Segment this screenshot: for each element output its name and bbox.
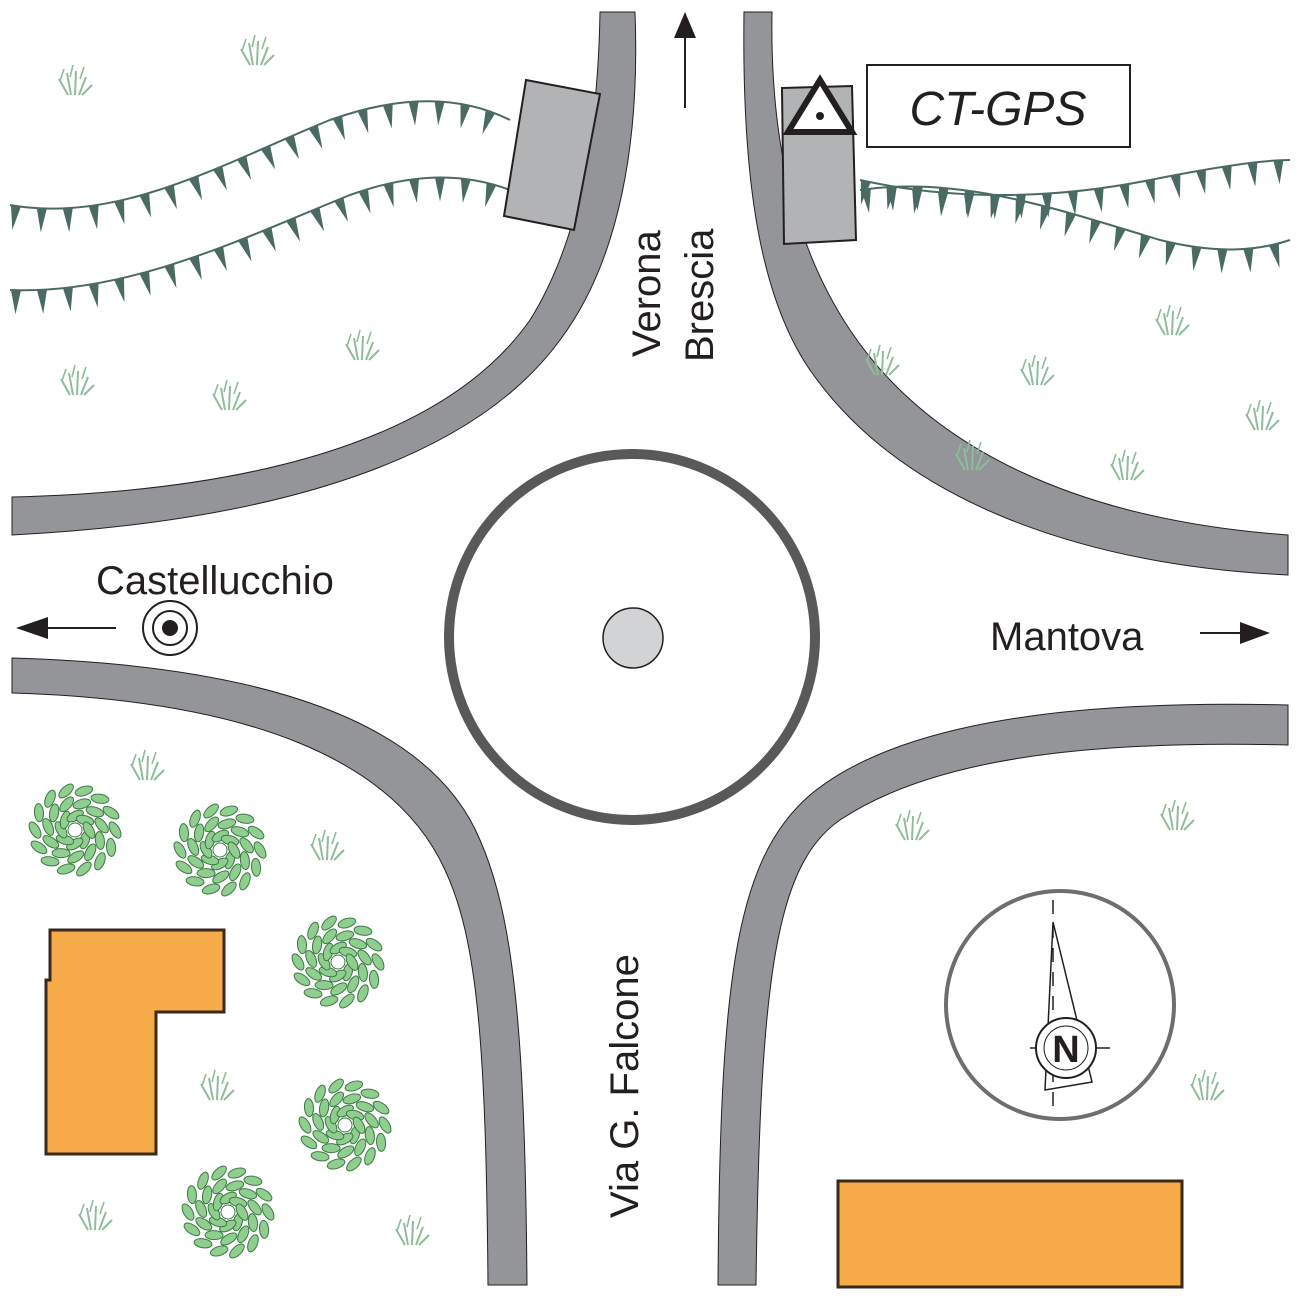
label-mantova: Mantova <box>990 615 1144 659</box>
bush-icon <box>173 803 267 897</box>
bushes <box>28 783 392 1259</box>
gps-label: CT-GPS <box>910 83 1087 136</box>
bush-icon <box>28 783 122 877</box>
gps-station-triangle-icon <box>782 74 858 135</box>
road-edge-northwest <box>11 11 637 536</box>
label-via-falcone: Via G. Falcone <box>603 954 647 1218</box>
roundabout-ring <box>444 449 820 825</box>
bush-icon <box>298 1078 392 1172</box>
arrow-north-icon <box>674 12 696 108</box>
embankment-lines <box>9 100 1291 315</box>
compass-north-letter: N <box>1052 1029 1079 1071</box>
arrow-west-icon <box>16 617 116 639</box>
gps-label-box <box>866 64 1131 148</box>
building-rectangle <box>836 1179 1184 1289</box>
road-edge-southwest <box>11 657 528 1286</box>
bush-icon <box>291 915 385 1009</box>
target-marker-icon <box>142 600 198 656</box>
compass-rose-icon: N <box>944 889 1176 1121</box>
building-l-shape <box>44 928 226 1156</box>
bush-icon <box>181 1165 275 1259</box>
road-edge-southeast <box>717 703 1289 1286</box>
roundabout-center <box>602 607 664 669</box>
road-edges <box>11 11 1289 1286</box>
bridge-west <box>502 78 602 232</box>
label-brescia: Brescia <box>678 228 722 362</box>
label-verona: Verona <box>625 229 669 357</box>
road-edge-northeast <box>743 11 1289 576</box>
arrow-east-icon <box>1200 622 1270 644</box>
label-castellucchio: Castellucchio <box>96 559 334 603</box>
